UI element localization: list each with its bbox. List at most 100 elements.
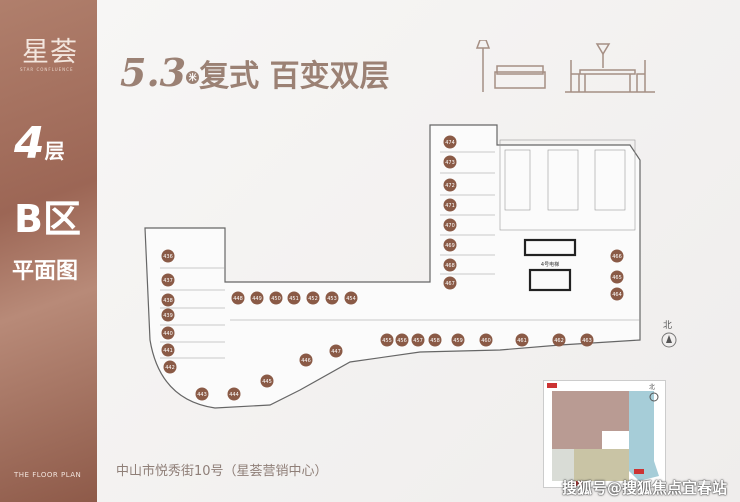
unit-number: 467 (445, 281, 455, 287)
elevator-label: 4号电梯 (541, 261, 559, 268)
unit-number: 448 (233, 296, 243, 302)
floor-plan-caption: THE FLOOR PLAN (14, 471, 82, 479)
floor-number: 4层 (14, 118, 65, 169)
unit-number: 452 (308, 296, 318, 302)
unit-marker (161, 326, 175, 340)
unit-marker (163, 360, 177, 374)
unit-marker (260, 374, 274, 388)
unit-marker (195, 387, 209, 401)
unit-marker (344, 291, 358, 305)
unit-marker (443, 258, 457, 272)
north-compass-icon (661, 332, 677, 348)
unit-marker (515, 333, 529, 347)
unit-number: 441 (163, 348, 173, 354)
unit-number: 439 (163, 313, 173, 319)
unit-number: 458 (430, 338, 440, 344)
unit-marker (443, 178, 457, 192)
unit-marker (443, 135, 457, 149)
unit-marker (395, 333, 409, 347)
unit-number: 472 (445, 183, 455, 189)
unit-number: 451 (289, 296, 299, 302)
unit-number: 442 (165, 365, 175, 371)
unit-number: 465 (612, 275, 622, 281)
floor-unit: 层 (44, 139, 65, 163)
unit-number: 468 (445, 263, 455, 269)
unit-marker (161, 273, 175, 287)
unit-marker (610, 287, 624, 301)
minimap-north-icon (649, 392, 659, 402)
unit-number: 460 (481, 338, 491, 344)
minimap: 北 (543, 380, 666, 488)
unit-marker (552, 333, 566, 347)
unit-marker (250, 291, 264, 305)
watermark: 搜狐号@搜狐焦点宜春站 (562, 479, 728, 497)
unit-number: 459 (453, 338, 463, 344)
unit-number: 473 (445, 160, 455, 166)
sidebar: 星荟 STAR CONFLUENCE 4层 B区 平面图 THE FLOOR P… (0, 0, 97, 502)
unit-marker (325, 291, 339, 305)
unit-marker (479, 333, 493, 347)
unit-number: 450 (271, 296, 281, 302)
unit-number: 436 (163, 254, 173, 260)
unit-number: 474 (445, 140, 455, 146)
title-text: 复式 百变双层 (199, 59, 390, 94)
unit-marker (231, 291, 245, 305)
unit-number: 466 (612, 254, 622, 260)
unit-marker (161, 293, 175, 307)
unit-marker (161, 343, 175, 357)
unit-marker (161, 249, 175, 263)
unit-marker (443, 276, 457, 290)
unit-number: 455 (382, 338, 392, 344)
unit-marker (610, 270, 624, 284)
disclaimer-text (312, 464, 482, 469)
unit-marker (428, 333, 442, 347)
height-unit: 米 (186, 71, 200, 84)
north-label: 北 (663, 320, 672, 331)
minimap-north-label: 北 (649, 383, 655, 391)
height-number: 5.3 (120, 50, 187, 95)
unit-number: 469 (445, 243, 455, 249)
unit-marker (287, 291, 301, 305)
unit-marker (443, 238, 457, 252)
unit-marker (306, 291, 320, 305)
unit-marker (443, 155, 457, 169)
unit-number: 464 (612, 292, 622, 298)
unit-number: 462 (554, 338, 564, 344)
unit-number: 449 (252, 296, 262, 302)
unit-marker (580, 333, 594, 347)
furniture-icons (475, 40, 655, 93)
brand-logo-subtitle: STAR CONFLUENCE (20, 67, 74, 72)
unit-marker (443, 198, 457, 212)
unit-marker (451, 333, 465, 347)
unit-number: 440 (163, 331, 173, 337)
unit-number: 446 (301, 358, 311, 364)
unit-number: 438 (163, 298, 173, 304)
unit-marker (443, 218, 457, 232)
unit-number: 453 (327, 296, 337, 302)
unit-number: 471 (445, 203, 455, 209)
unit-marker (299, 353, 313, 367)
unit-number: 445 (262, 379, 272, 385)
unit-number: 461 (517, 338, 527, 344)
unit-marker (380, 333, 394, 347)
unit-number: 444 (229, 392, 239, 398)
unit-number: 463 (582, 338, 592, 344)
unit-marker (161, 308, 175, 322)
unit-marker (269, 291, 283, 305)
unit-number: 470 (445, 223, 455, 229)
zone-label: B区 (14, 197, 81, 241)
unit-number: 437 (163, 278, 173, 284)
address-text: 中山市悦秀街10号（星荟营销中心） (116, 464, 328, 479)
plan-label: 平面图 (12, 259, 79, 284)
unit-marker (329, 344, 343, 358)
unit-number: 443 (197, 392, 207, 398)
floor-number-value: 4 (14, 118, 45, 169)
brand-logo: 星荟 (22, 37, 78, 68)
unit-marker (411, 333, 425, 347)
unit-number: 454 (346, 296, 356, 302)
unit-marker (610, 249, 624, 263)
unit-number: 447 (331, 349, 341, 355)
unit-number: 456 (397, 338, 407, 344)
